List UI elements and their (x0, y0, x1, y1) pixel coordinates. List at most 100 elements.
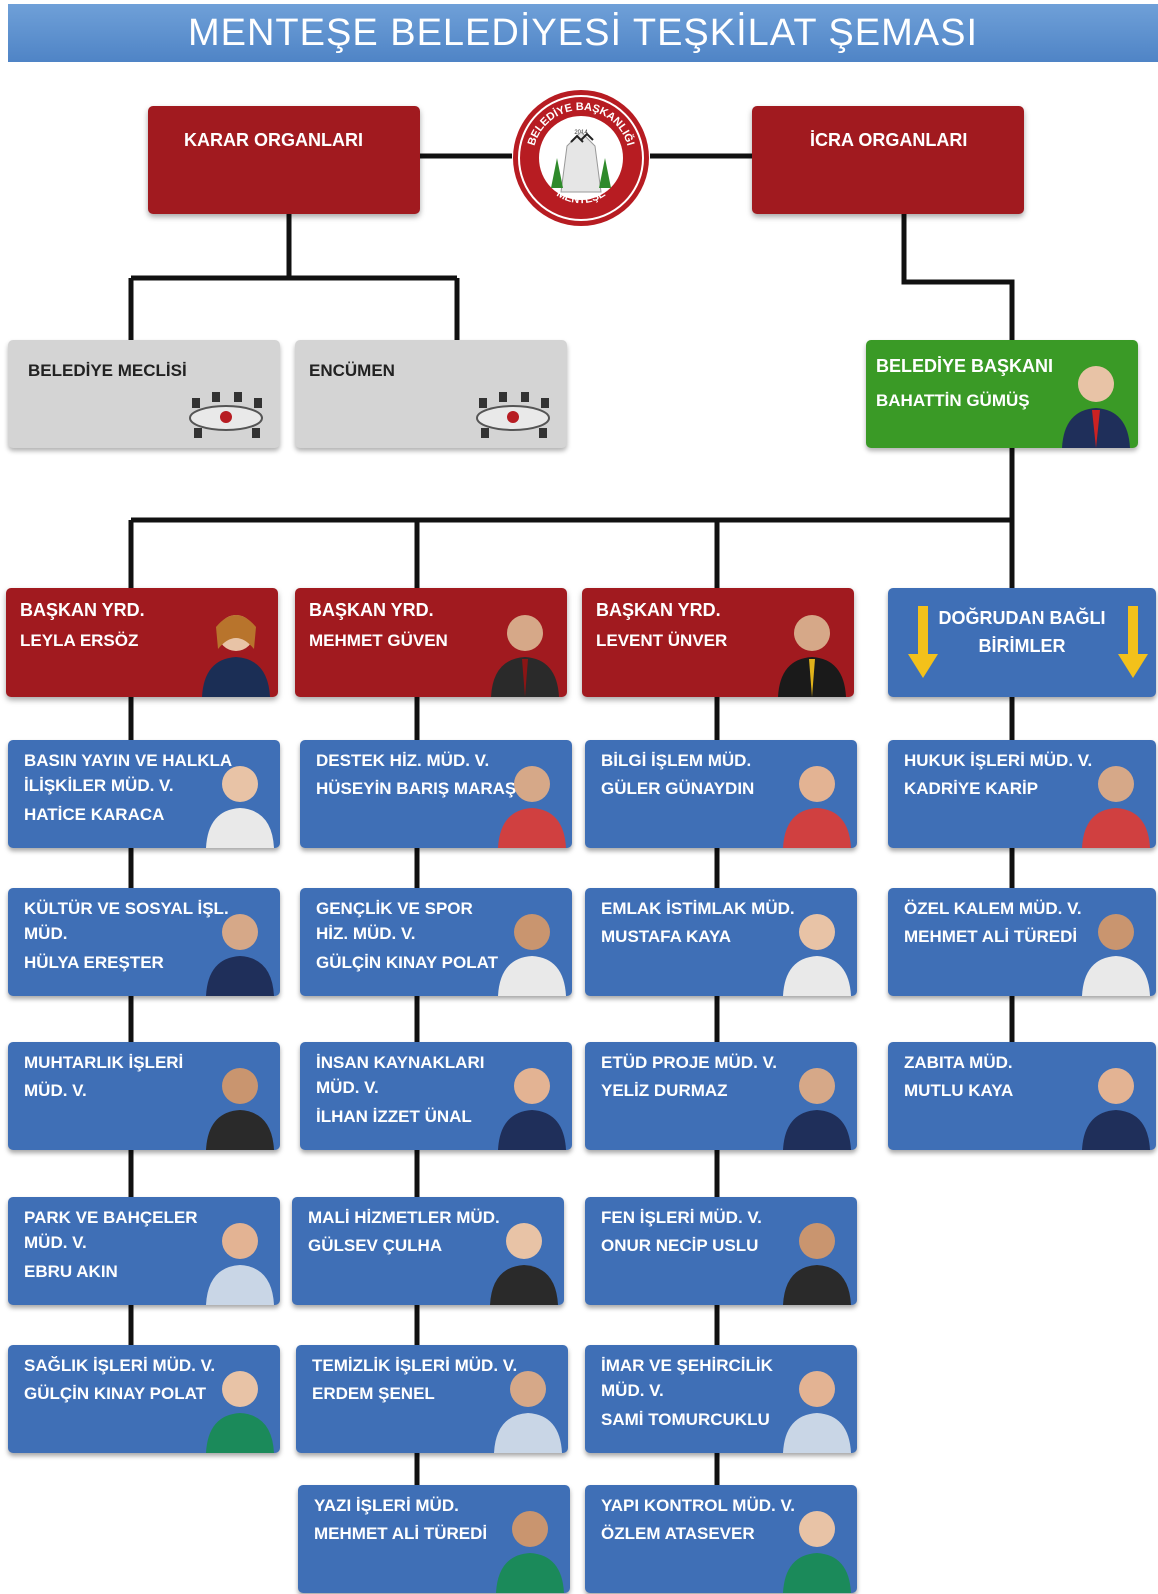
person-photo (491, 615, 559, 697)
unit-line: ÖZEL KALEM MÜD. V. (904, 899, 1082, 918)
unit-line: EMLAK İSTİMLAK MÜD. (601, 899, 795, 918)
unit-line: GÜLER GÜNAYDIN (601, 779, 755, 798)
person-photo (783, 914, 851, 996)
person-photo (496, 1511, 564, 1593)
person-photo (498, 914, 566, 996)
unit-line: TEMİZLİK İŞLERİ MÜD. V. (312, 1356, 518, 1375)
unit-line: ZABITA MÜD. (904, 1053, 1013, 1072)
unit-line: HATİCE KARACA (24, 805, 165, 824)
dogrudan-bagli-birimler-box: DOĞRUDAN BAĞLI BİRİMLER (888, 588, 1156, 697)
unit-box: İMAR VE ŞEHİRCİLİK MÜD. V. SAMİ TOMURCUKLU (585, 1345, 857, 1453)
person-photo (1082, 914, 1150, 996)
unit-line: GÜLSEV ÇULHA (308, 1236, 443, 1255)
unit-box: KÜLTÜR VE SOSYAL İŞL. MÜD. HÜLYA EREŞTER (8, 888, 280, 996)
unit-line: HUKUK İŞLERİ MÜD. V. (904, 751, 1093, 770)
unit-line: GENÇLİK VE SPOR (316, 899, 473, 918)
person-photo (206, 914, 274, 996)
belediye-baskani-box: BELEDİYE BAŞKANI BAHATTİN GÜMÜŞ (866, 340, 1138, 448)
unit-box: TEMİZLİK İŞLERİ MÜD. V. ERDEM ŞENEL (296, 1345, 568, 1453)
baskan-yrd-label: BAŞKAN YRD. (596, 600, 721, 620)
unit-line: ÖZLEM ATASEVER (601, 1524, 755, 1543)
belediye-meclisi-box: BELEDİYE MECLİSİ (8, 340, 280, 448)
unit-line: İLİŞKİLER MÜD. V. (24, 776, 174, 795)
unit-line: BASIN YAYIN VE HALKLA (24, 751, 233, 770)
connector-karar-down (128, 214, 460, 340)
person-photo (206, 1068, 274, 1150)
unit-line: GÜLÇİN KINAY POLAT (316, 953, 498, 972)
unit-box: SAĞLIK İŞLERİ MÜD. V. GÜLÇİN KINAY POLAT (8, 1345, 280, 1453)
unit-line: İMAR VE ŞEHİRCİLİK (601, 1356, 773, 1375)
person-photo (783, 1371, 851, 1453)
person-photo (783, 1068, 851, 1150)
baskan-yrd-box-2: BAŞKAN YRD. MEHMET GÜVEN (295, 588, 567, 697)
encumen-label: ENCÜMEN (309, 361, 395, 380)
encumen-box: ENCÜMEN (295, 340, 567, 448)
unit-line: YAPI KONTROL MÜD. V. (601, 1496, 795, 1515)
unit-line: MUHTARLIK İŞLERİ (24, 1053, 184, 1072)
chart-title: MENTEŞE BELEDİYESİ TEŞKİLAT ŞEMASI (187, 12, 979, 54)
unit-line: EBRU AKIN (24, 1262, 118, 1281)
baskan-yrd-name: LEVENT ÜNVER (596, 631, 728, 650)
title-bar: MENTEŞE BELEDİYESİ TEŞKİLAT ŞEMASI (8, 4, 1158, 62)
unit-box: BİLGİ İŞLEM MÜD. GÜLER GÜNAYDIN (585, 740, 857, 848)
person-photo (202, 615, 270, 697)
unit-line: GÜLÇİN KINAY POLAT (24, 1384, 206, 1403)
unit-line: YAZI İŞLERİ MÜD. (314, 1496, 459, 1515)
person-photo (206, 1371, 274, 1453)
icra-organlari-box: İCRA ORGANLARI (752, 106, 1024, 214)
unit-line: PARK VE BAHÇELER (24, 1208, 198, 1227)
person-photo (206, 1223, 274, 1305)
unit-line: MEHMET ALİ TÜREDİ (904, 927, 1078, 946)
unit-line: ERDEM ŞENEL (312, 1384, 435, 1403)
unit-line: MÜD. V. (24, 1233, 87, 1252)
karar-organlari-box: KARAR ORGANLARI (148, 106, 420, 214)
unit-line: BİLGİ İŞLEM MÜD. (601, 751, 752, 770)
unit-line: MÜD. (24, 924, 68, 943)
unit-line: KADRİYE KARİP (904, 779, 1039, 798)
unit-line: SAĞLIK İŞLERİ MÜD. V. (24, 1356, 216, 1375)
unit-box: PARK VE BAHÇELER MÜD. V. EBRU AKIN (8, 1197, 280, 1305)
unit-line: İNSAN KAYNAKLARI (316, 1053, 485, 1072)
unit-box: ETÜD PROJE MÜD. V.YELİZ DURMAZ (585, 1042, 857, 1150)
baskan-yrd-box-3: BAŞKAN YRD. LEVENT ÜNVER (582, 588, 854, 697)
person-photo (1062, 366, 1130, 448)
person-photo (783, 766, 851, 848)
unit-line: SAMİ TOMURCUKLU (601, 1410, 770, 1429)
person-photo (783, 1223, 851, 1305)
unit-line: ETÜD PROJE MÜD. V. (601, 1053, 778, 1072)
unit-line: FEN İŞLERİ MÜD. V. (601, 1208, 762, 1227)
connector-col-drops (128, 520, 1015, 588)
person-photo (1082, 1068, 1150, 1150)
dogrudan-label-line1: DOĞRUDAN BAĞLI (938, 608, 1106, 628)
belediye-meclisi-label: BELEDİYE MECLİSİ (28, 361, 187, 380)
person-photo (498, 1068, 566, 1150)
person-photo (783, 1511, 851, 1593)
unit-box: HUKUK İŞLERİ MÜD. V. KADRİYE KARİP (888, 740, 1156, 848)
arrow-down-icon (908, 606, 938, 678)
baskan-yrd-name: LEYLA ERSÖZ (20, 631, 139, 650)
dogrudan-label-line2: BİRİMLER (978, 636, 1066, 656)
unit-line: KÜLTÜR VE SOSYAL İŞL. (24, 899, 229, 918)
unit-line: MALİ HİZMETLER MÜD. (308, 1208, 500, 1227)
municipality-seal-logo: BELEDİYE BAŞKANLIĞI MENTEŞE 2014 (513, 90, 649, 226)
baskan-yrd-label: BAŞKAN YRD. (20, 600, 145, 620)
unit-line: MÜD. V. (601, 1381, 664, 1400)
person-photo (778, 615, 846, 697)
baskan-title: BELEDİYE BAŞKANI (876, 356, 1054, 376)
person-photo (498, 766, 566, 848)
unit-box: MALİ HİZMETLER MÜD. GÜLSEV ÇULHA (292, 1197, 564, 1305)
person-photo (206, 766, 274, 848)
person-photo (1082, 766, 1150, 848)
icra-organlari-label: İCRA ORGANLARI (810, 130, 968, 150)
unit-box: FEN İŞLERİ MÜD. V. ONUR NECİP USLU (585, 1197, 857, 1305)
unit-box: YAPI KONTROL MÜD. V. ÖZLEM ATASEVER (585, 1485, 857, 1593)
unit-line: ONUR NECİP USLU (601, 1236, 759, 1255)
unit-line: MUSTAFA KAYA (601, 927, 732, 946)
unit-box: ZABITA MÜD.MUTLU KAYA (888, 1042, 1156, 1150)
unit-line: HÜLYA EREŞTER (24, 953, 164, 972)
unit-line: DESTEK HİZ. MÜD. V. (316, 751, 490, 770)
person-photo (490, 1223, 558, 1305)
